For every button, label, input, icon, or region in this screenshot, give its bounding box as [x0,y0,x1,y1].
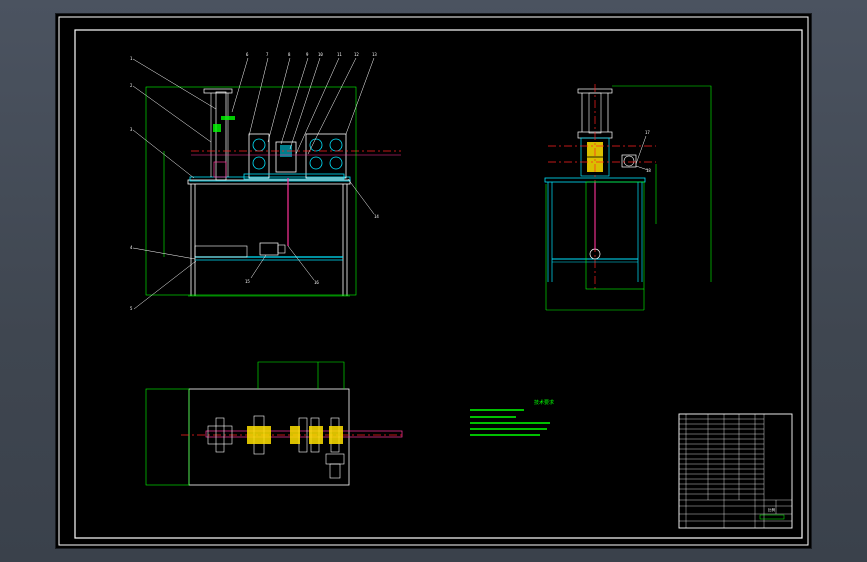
scale-label: 比例 [768,507,776,512]
svg-text:3: 3 [130,127,133,132]
svg-text:14: 14 [374,214,379,219]
top-view [145,361,404,486]
svg-text:13: 13 [372,52,377,57]
svg-text:10: 10 [318,52,323,57]
svg-text:4: 4 [130,245,133,250]
svg-text:2: 2 [130,83,133,88]
svg-text:7: 7 [266,52,269,57]
outer-frame [58,16,809,546]
title-block: 比例 [678,413,793,529]
svg-text:16: 16 [314,280,319,285]
svg-text:5: 5 [130,306,133,311]
svg-text:1: 1 [130,56,133,61]
notes-title: 技术要求 [534,399,554,406]
svg-text:8: 8 [288,52,291,57]
tech-notes: 技术要求 [470,399,554,436]
svg-text:18: 18 [646,168,651,173]
svg-text:11: 11 [337,52,342,57]
svg-text:6: 6 [246,52,249,57]
svg-text:9: 9 [306,52,309,57]
svg-text:15: 15 [245,279,250,284]
svg-text:12: 12 [354,52,359,57]
inner-frame [74,29,803,539]
svg-text:17: 17 [645,130,650,135]
